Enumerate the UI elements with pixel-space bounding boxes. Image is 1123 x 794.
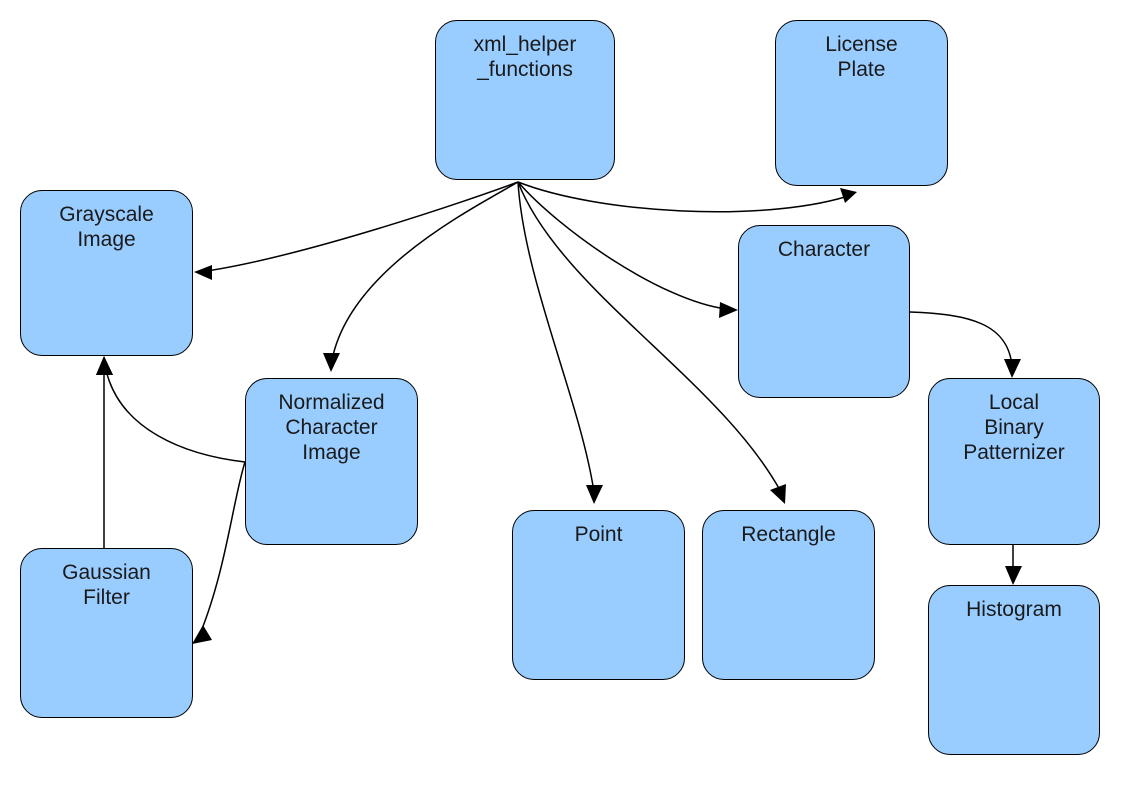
node-label-point: Point — [574, 523, 623, 546]
node-label-license_plate: License Plate — [825, 33, 898, 81]
node-label-xml_helper_functions: xml_helper _functions — [473, 33, 577, 81]
edge-xml-point-arrowhead-icon — [586, 485, 603, 504]
edge-normalized-grayscale-arrowhead-icon — [96, 356, 113, 375]
node-local_binary_patternizer[interactable]: Local Binary Patternizer — [928, 378, 1100, 545]
edge-gaussian-grayscale-arrowhead-icon — [96, 356, 113, 375]
edge-xml-rectangle-arrowhead-icon — [770, 484, 786, 504]
node-label-gaussian_filter: Gaussian Filter — [62, 561, 151, 609]
node-label-rectangle: Rectangle — [741, 523, 836, 546]
node-gaussian_filter[interactable]: Gaussian Filter — [20, 548, 193, 718]
edge-gaussian-grayscale — [96, 356, 113, 548]
node-xml_helper_functions[interactable]: xml_helper _functions — [435, 20, 615, 180]
edge-xml-license-plate-line — [517, 181, 846, 213]
node-label-character: Character — [777, 238, 871, 261]
node-label-normalized_character_image: Normalized Character Image — [278, 391, 385, 464]
edge-xml-normalized — [323, 181, 519, 372]
edge-xml-character — [517, 181, 738, 318]
node-label-grayscale_image: Grayscale Image — [59, 203, 154, 251]
edge-xml-license-plate-arrowhead-icon — [840, 188, 857, 203]
node-label-histogram: Histogram — [966, 598, 1062, 621]
edge-normalized-gaussian-line — [199, 461, 246, 635]
edge-xml-license-plate — [517, 181, 857, 213]
node-histogram[interactable]: Histogram — [928, 585, 1100, 755]
edge-xml-character-arrowhead-icon — [719, 302, 738, 318]
edge-normalized-gaussian-arrowhead-icon — [192, 625, 212, 644]
node-rectangle[interactable]: Rectangle — [702, 510, 875, 680]
edge-character-lbp — [909, 311, 1021, 378]
node-point[interactable]: Point — [512, 510, 685, 680]
edge-normalized-gaussian — [192, 461, 246, 644]
edge-xml-point — [517, 181, 603, 504]
edge-xml-grayscale-arrowhead-icon — [194, 265, 212, 280]
node-character[interactable]: Character — [738, 225, 910, 398]
edge-xml-point-line — [517, 181, 595, 493]
node-grayscale_image[interactable]: Grayscale Image — [20, 190, 193, 356]
edge-xml-character-line — [517, 181, 727, 310]
edge-normalized-grayscale — [96, 356, 246, 463]
node-license_plate[interactable]: License Plate — [775, 20, 948, 186]
edge-lbp-histogram — [1005, 545, 1022, 585]
edge-lbp-histogram-arrowhead-icon — [1005, 566, 1022, 585]
edge-normalized-grayscale-line — [105, 369, 246, 463]
edge-xml-grayscale — [194, 181, 519, 280]
node-label-local_binary_patternizer: Local Binary Patternizer — [963, 391, 1065, 464]
edge-character-lbp-line — [909, 311, 1013, 367]
edge-xml-grayscale-line — [199, 181, 519, 273]
edge-character-lbp-arrowhead-icon — [1004, 359, 1021, 378]
node-normalized_character_image[interactable]: Normalized Character Image — [245, 378, 418, 545]
edge-xml-normalized-line — [331, 181, 519, 361]
edge-xml-normalized-arrowhead-icon — [323, 353, 340, 372]
